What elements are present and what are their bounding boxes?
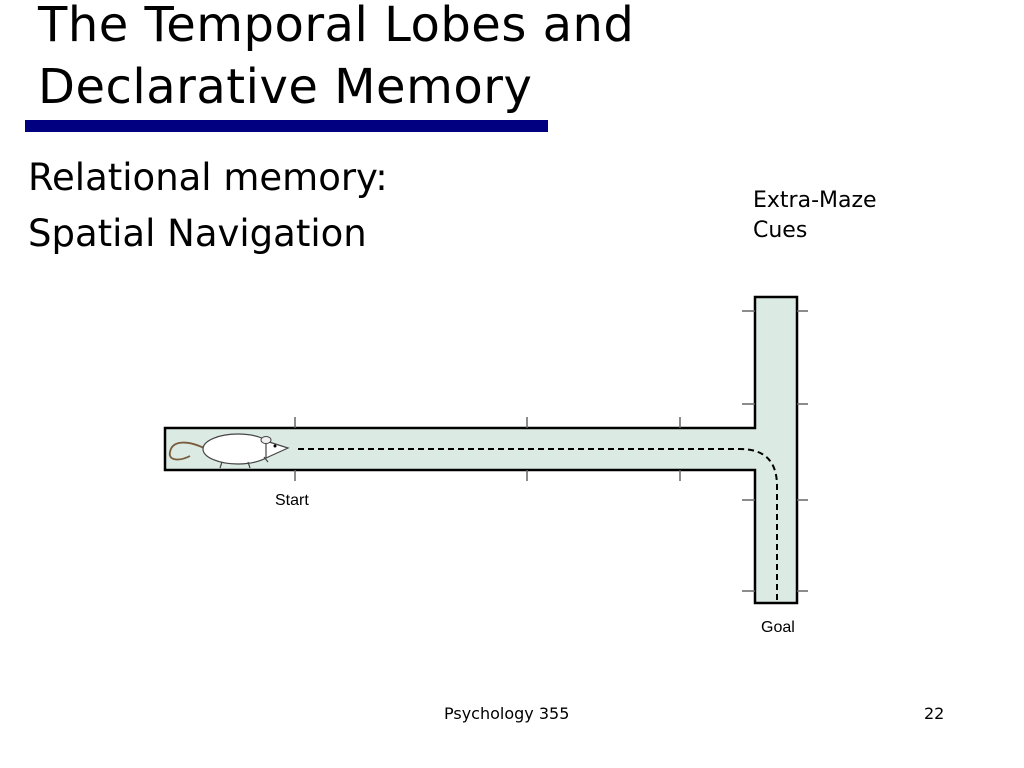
footer-course-name: Psychology 355 xyxy=(444,704,570,723)
footer-page-number: 22 xyxy=(924,704,945,723)
extra-maze-cues-label: Extra-Maze Cues xyxy=(753,186,877,246)
title-underline xyxy=(25,120,548,132)
slide-title: The Temporal Lobes and Declarative Memor… xyxy=(38,0,634,118)
start-label: Start xyxy=(275,492,309,509)
cues-line-1: Extra-Maze xyxy=(753,188,877,213)
cues-line-2: Cues xyxy=(753,218,808,243)
slide-title-line-2: Declarative Memory xyxy=(38,59,533,115)
slide-title-line-1: The Temporal Lobes and xyxy=(38,0,635,53)
rat-icon xyxy=(168,433,290,469)
goal-label: Goal xyxy=(761,619,795,636)
maze-tick-marks xyxy=(294,310,808,592)
route-dashed-path xyxy=(298,448,778,601)
bullet-relational-memory: Relational memory: xyxy=(28,156,388,199)
bullet-spatial-navigation: Spatial Navigation xyxy=(28,212,367,255)
